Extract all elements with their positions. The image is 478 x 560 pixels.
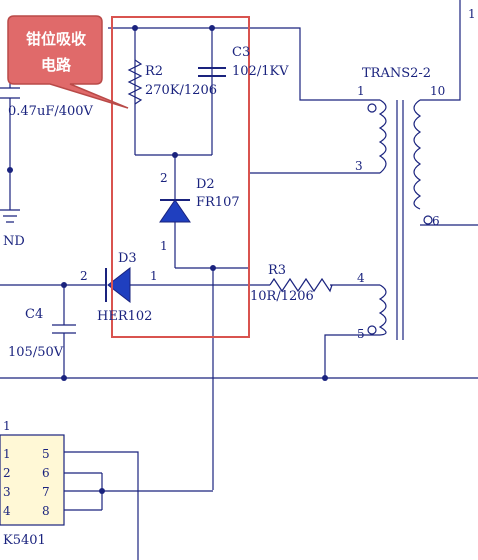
c3-value: 102/1KV: [232, 64, 289, 79]
ic-ref: K5401: [3, 533, 46, 548]
callout-line1: 钳位吸收: [26, 30, 86, 48]
trans-pin-10: 10: [430, 84, 445, 98]
d3-value: HER102: [97, 309, 152, 324]
d3-pin-k: 1: [150, 269, 158, 283]
r3-value: 10R/1206: [250, 289, 314, 304]
d2-value: FR107: [196, 195, 240, 210]
polarity-mark: [423, 215, 433, 225]
ic-pin-5: 5: [42, 447, 50, 461]
d2-ref: D2: [196, 177, 215, 192]
d2-diode: [159, 199, 191, 223]
junction-dot: [132, 25, 138, 31]
r2-value: 270K/1206: [145, 83, 217, 98]
c3-ref: C3: [232, 45, 250, 60]
junction-dot: [99, 488, 105, 494]
polarity-mark: [367, 103, 377, 113]
ic-pin-3: 3: [3, 485, 11, 499]
ic-pin-4: 4: [3, 504, 11, 518]
junction-dot: [61, 375, 67, 381]
polarity-marks: [367, 103, 433, 335]
d3-pin-a: 2: [80, 269, 88, 283]
ic-pin-1: 1: [3, 447, 11, 461]
c4-value: 105/50V: [8, 345, 64, 360]
junction-dot: [209, 25, 215, 31]
junction-dot: [61, 282, 67, 288]
callout-line2: 电路: [41, 56, 72, 74]
junction-dot: [7, 167, 13, 173]
trans-pin-3: 3: [355, 159, 363, 173]
ic-body: [0, 434, 65, 526]
c-left-value: 0.47uF/400V: [8, 104, 94, 119]
junction-dots: [7, 25, 328, 494]
junction-dot: [210, 265, 216, 271]
gnd-label: ND: [3, 234, 25, 249]
highlight-box: [111, 16, 250, 338]
top-right-pin: 1: [468, 7, 476, 21]
ic-pin-2: 2: [3, 466, 11, 480]
c4-ref: C4: [25, 307, 43, 322]
d3-ref: D3: [118, 251, 137, 266]
trans-pin-6: 6: [432, 214, 440, 228]
trans-pin-5: 5: [357, 327, 365, 341]
d3-diode: [105, 266, 131, 304]
ic-pin-8: 8: [42, 504, 50, 518]
r2-ref: R2: [145, 64, 163, 79]
d2-pin-k: 1: [160, 239, 168, 253]
r3-ref: R3: [268, 263, 286, 278]
trans-pin-1: 1: [357, 84, 365, 98]
ic-pin-6: 6: [42, 466, 50, 480]
junction-dot: [172, 152, 178, 158]
ic-pin-7: 7: [42, 485, 50, 499]
transformer-ref: TRANS2-2: [362, 66, 431, 81]
ic-top-pin: 1: [3, 419, 11, 433]
d2-pin-a: 2: [160, 171, 168, 185]
callout-bubble: 钳位吸收 电路: [7, 15, 129, 109]
junction-dot: [322, 375, 328, 381]
trans-pin-4: 4: [357, 271, 365, 285]
polarity-mark: [367, 325, 377, 335]
